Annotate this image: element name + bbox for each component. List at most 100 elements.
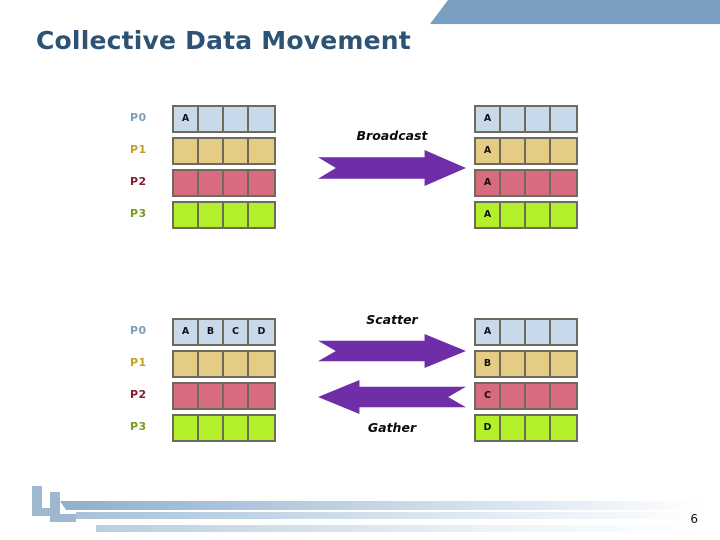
data-cell: D: [476, 416, 501, 440]
scatter-arrow: [318, 334, 466, 368]
data-cell: [501, 384, 526, 408]
data-cell: [526, 107, 551, 131]
data-cell: [224, 203, 249, 227]
data-cell: [174, 203, 199, 227]
data-cell: C: [476, 384, 501, 408]
header-decoration: [0, 0, 720, 26]
data-cell: [224, 107, 249, 131]
footer-bar-1: [60, 501, 700, 510]
footer-hook-right: [50, 492, 76, 522]
data-cell: [199, 139, 224, 163]
footer-hook-left: [32, 486, 58, 516]
data-cell: [501, 203, 526, 227]
data-cell: [249, 171, 274, 195]
data-cell: [526, 203, 551, 227]
process-row: B: [474, 350, 578, 378]
data-cell: [224, 416, 249, 440]
data-cell: [174, 139, 199, 163]
gather-arrow-label: Gather: [367, 420, 417, 435]
data-cell: [501, 416, 526, 440]
data-cell: [501, 352, 526, 376]
data-cell: [501, 171, 526, 195]
data-cell: [199, 416, 224, 440]
process-row: A: [474, 169, 578, 197]
process-label-p1: P1: [130, 143, 147, 156]
data-cell: [199, 203, 224, 227]
process-row: [172, 382, 276, 410]
data-cell: [199, 171, 224, 195]
process-row: C: [474, 382, 578, 410]
process-row: D: [474, 414, 578, 442]
data-cell: [501, 139, 526, 163]
data-cell: A: [476, 107, 501, 131]
data-cell: A: [476, 171, 501, 195]
process-row: A: [474, 105, 578, 133]
data-cell: A: [476, 139, 501, 163]
data-cell: [249, 139, 274, 163]
data-cell: [224, 384, 249, 408]
process-row: [172, 350, 276, 378]
header-accent-bar: [430, 0, 720, 24]
data-cell: [526, 139, 551, 163]
process-label-p0: P0: [130, 324, 147, 337]
data-cell: [249, 107, 274, 131]
process-row: A: [474, 201, 578, 229]
process-row: A: [474, 318, 578, 346]
gather-arrow: [318, 380, 466, 414]
header-accent-shadow: [430, 22, 720, 25]
process-row: [172, 169, 276, 197]
data-cell: A: [476, 203, 501, 227]
scatter-arrow-label: Scatter: [366, 312, 418, 327]
process-row: A: [172, 105, 276, 133]
data-cell: [551, 139, 576, 163]
data-cell: [224, 171, 249, 195]
data-cell: [199, 107, 224, 131]
data-cell: [249, 416, 274, 440]
data-cell: [526, 352, 551, 376]
data-cell: A: [174, 107, 199, 131]
data-cell: [224, 139, 249, 163]
data-cell: [501, 107, 526, 131]
process-row: [172, 137, 276, 165]
data-cell: C: [224, 320, 249, 344]
process-row: A: [474, 137, 578, 165]
process-label-p2: P2: [130, 175, 147, 188]
data-cell: [501, 320, 526, 344]
broadcast-arrow-label: Broadcast: [356, 128, 428, 143]
data-cell: [249, 203, 274, 227]
data-cell: [526, 171, 551, 195]
process-row: [172, 414, 276, 442]
page-number: 6: [690, 512, 698, 526]
process-label-p3: P3: [130, 207, 147, 220]
data-cell: [174, 352, 199, 376]
data-cell: [551, 352, 576, 376]
footer-bar-3: [96, 525, 696, 532]
page-title: Collective Data Movement: [36, 26, 411, 55]
data-cell: [199, 384, 224, 408]
process-label-p0: P0: [130, 111, 147, 124]
data-cell: [249, 352, 274, 376]
data-cell: [526, 384, 551, 408]
data-cell: A: [476, 320, 501, 344]
process-label-p1: P1: [130, 356, 147, 369]
footer-decoration: 6: [0, 470, 720, 540]
data-cell: D: [249, 320, 274, 344]
footer-bar-2: [76, 512, 706, 519]
data-cell: [174, 384, 199, 408]
data-cell: [174, 171, 199, 195]
data-cell: [551, 107, 576, 131]
process-label-p2: P2: [130, 388, 147, 401]
broadcast-arrow: [318, 150, 466, 186]
data-cell: [526, 320, 551, 344]
data-cell: A: [174, 320, 199, 344]
data-cell: [199, 352, 224, 376]
data-cell: [551, 320, 576, 344]
process-label-p3: P3: [130, 420, 147, 433]
data-cell: [551, 171, 576, 195]
data-cell: [551, 203, 576, 227]
data-cell: [249, 384, 274, 408]
data-cell: B: [199, 320, 224, 344]
data-cell: [551, 416, 576, 440]
process-row: [172, 201, 276, 229]
